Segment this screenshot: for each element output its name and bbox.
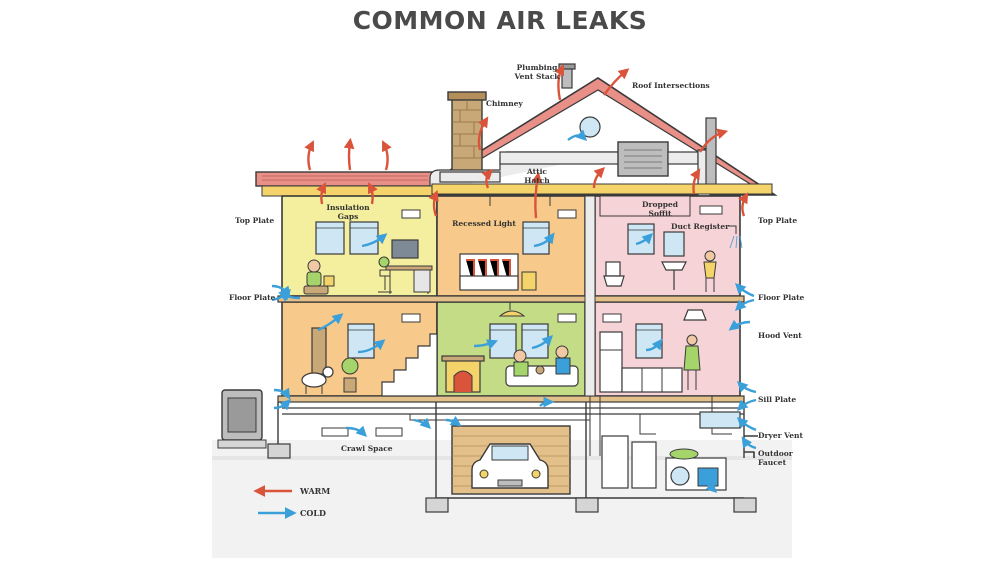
label-chimney: Chimney <box>486 99 523 108</box>
windows <box>315 221 663 359</box>
dryer-and-faucet-stubs <box>744 435 758 458</box>
insulation-left <box>261 185 433 197</box>
bedroom-furniture <box>459 196 551 291</box>
attic-window <box>579 116 601 138</box>
label-recessed-light: Recessed Light <box>452 219 516 228</box>
diagram-title: COMMON AIR LEAKS <box>352 6 648 35</box>
insulation-attic <box>431 183 773 195</box>
label-top-plate-right: Top Plate <box>758 216 797 225</box>
label-attic-hatch-line1: Attic <box>526 167 547 176</box>
label-plumbing-vent-stack-line1: Plumbing <box>517 63 558 72</box>
hallway-furniture <box>301 327 438 397</box>
living-room-furniture <box>441 302 579 393</box>
label-top-plate-left: Top Plate <box>235 216 274 225</box>
basement-pipes <box>282 396 744 456</box>
basement-utilities <box>601 411 741 491</box>
warm-airflow-arrows <box>304 64 749 219</box>
legend: WARM COLD <box>253 485 330 519</box>
kitchen-furniture <box>599 309 707 393</box>
label-duct-register: Duct Register <box>671 222 730 231</box>
label-hood-vent: Hood Vent <box>758 331 802 340</box>
foundation <box>267 402 757 513</box>
bathroom-furniture <box>603 225 743 292</box>
left-roof <box>255 171 435 187</box>
label-insulation-gaps-line1: Insulation <box>326 203 370 212</box>
outdoor-ac-unit <box>217 389 267 449</box>
chimney <box>447 91 487 179</box>
kids-room-furniture <box>303 239 433 295</box>
label-floor-plate-right: Floor Plate <box>758 293 805 302</box>
label-outdoor-faucet-line1: Outdoor <box>758 449 794 458</box>
garage <box>451 425 571 495</box>
legend-warm-label: WARM <box>299 486 330 496</box>
label-sill-plate: Sill Plate <box>758 395 796 404</box>
label-crawl-space: Crawl Space <box>341 444 393 453</box>
cold-airflow-arrows <box>271 129 757 494</box>
callout-labels: Plumbing Vent Stack Roof Intersections C… <box>229 63 805 467</box>
plumbing-vent-stack <box>558 63 576 89</box>
label-dryer-vent: Dryer Vent <box>758 431 804 440</box>
label-roof-intersections: Roof Intersections <box>632 81 710 90</box>
label-insulation-gaps-line2: Gaps <box>338 212 359 221</box>
label-floor-plate-left: Floor Plate <box>229 293 276 302</box>
wall-vents <box>401 205 723 323</box>
label-dropped-soffit-line1: Dropped <box>642 200 679 209</box>
label-dropped-soffit-line2: Soffit <box>649 209 672 218</box>
legend-cold-label: COLD <box>300 508 326 518</box>
label-plumbing-vent-stack-line2: Vent Stack <box>514 72 561 81</box>
label-outdoor-faucet-line2: Faucet <box>758 458 787 467</box>
label-attic-hatch-line2: Hatch <box>524 176 550 185</box>
